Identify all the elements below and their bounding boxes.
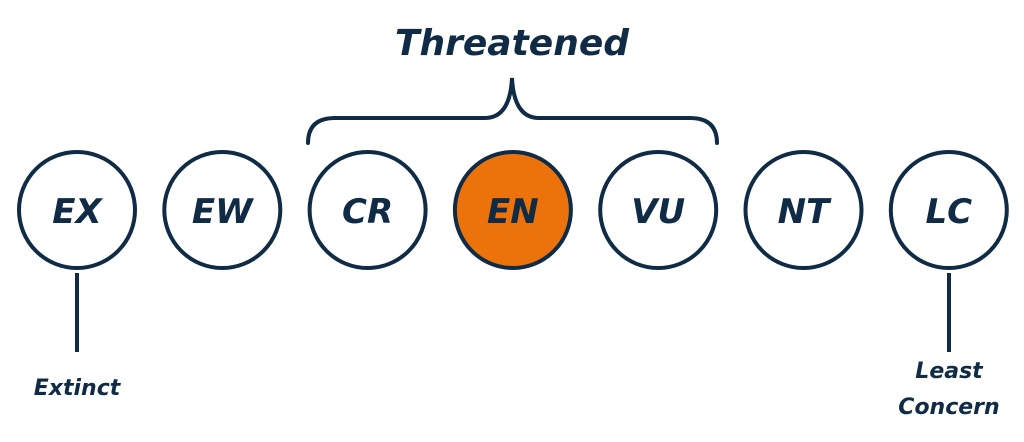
status-circle-vu <box>598 150 719 270</box>
status-circles: EX EW CR EN VU NT LC <box>17 150 1009 270</box>
status-code-cr: CR <box>342 192 393 232</box>
status-code-ex: EX <box>52 192 103 232</box>
extinct-label: Extinct <box>34 376 122 401</box>
status-circle-nt <box>743 150 864 270</box>
status-code-en: EN <box>487 192 539 232</box>
status-nt: NT <box>743 150 864 270</box>
threatened-bracket <box>306 77 719 145</box>
status-ew: EW <box>162 150 283 270</box>
status-vu: VU <box>598 150 719 270</box>
status-ex: EX <box>17 150 137 270</box>
status-en: EN <box>452 150 573 270</box>
least-concern-label-line2: Concern <box>898 395 999 420</box>
status-circle-ex <box>17 150 137 270</box>
status-code-ew: EW <box>192 192 254 232</box>
status-code-lc: LC <box>925 192 972 232</box>
status-circle-cr <box>307 150 428 270</box>
status-code-nt: NT <box>778 192 832 232</box>
status-cr: CR <box>307 150 428 270</box>
status-circle-en <box>452 150 573 270</box>
status-lc: LC <box>888 150 1009 270</box>
threatened-label: Threatened <box>395 23 630 64</box>
status-circle-ew <box>162 150 283 270</box>
status-code-vu: VU <box>631 192 685 232</box>
least-concern-label-line1: Least <box>915 359 984 384</box>
status-circle-lc <box>888 150 1009 270</box>
